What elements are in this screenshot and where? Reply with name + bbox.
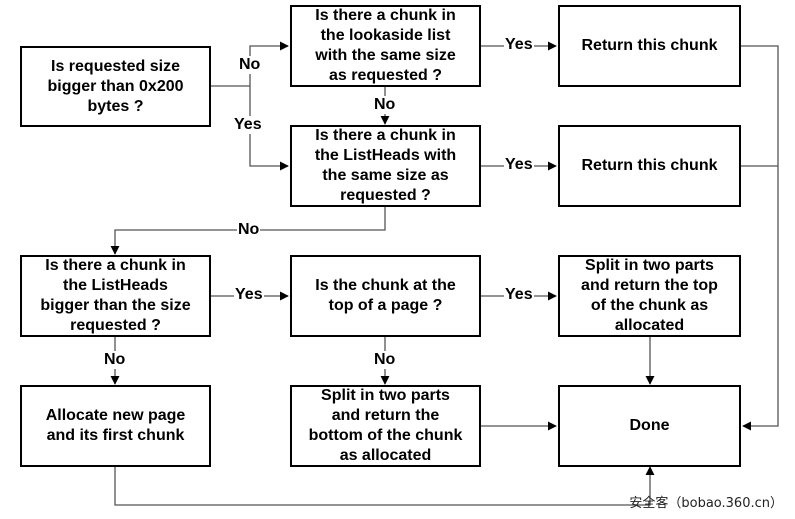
label-top-no: No xyxy=(373,351,397,369)
label-bigger-no: No xyxy=(103,351,127,369)
edge-alloc-done xyxy=(114,466,655,506)
label-lookaside-no: No xyxy=(373,96,397,114)
box-listheads-bigger-check: Is there a chunk in the ListHeads bigger… xyxy=(20,255,211,337)
edge-return1-done xyxy=(741,45,779,431)
box-return-chunk-2: Return this chunk xyxy=(558,125,741,207)
box-lookaside-check: Is there a chunk in the lookaside list w… xyxy=(290,5,481,87)
label-top-yes: Yes xyxy=(504,286,534,304)
edge-size-yes xyxy=(249,86,289,171)
label-listheads-yes: Yes xyxy=(504,156,534,174)
watermark: 安全客（bobao.360.cn） xyxy=(629,496,783,511)
box-return-chunk-1: Return this chunk xyxy=(558,5,741,87)
label-listheads-no: No xyxy=(237,221,261,239)
box-top-of-page-check: Is the chunk at the top of a page ? xyxy=(290,255,481,337)
box-allocate-new-page: Allocate new page and its first chunk xyxy=(20,385,211,467)
label-size-yes: Yes xyxy=(233,116,263,134)
box-split-top: Split in two parts and return the top of… xyxy=(558,255,741,337)
box-size-check: Is requested size bigger than 0x200 byte… xyxy=(20,46,211,127)
box-done: Done xyxy=(558,385,741,467)
label-bigger-yes: Yes xyxy=(234,286,264,304)
label-size-no: No xyxy=(238,56,262,74)
label-lookaside-yes: Yes xyxy=(504,36,534,54)
box-split-bottom: Split in two parts and return the bottom… xyxy=(290,385,481,467)
box-listheads-same-check: Is there a chunk in the ListHeads with t… xyxy=(290,125,481,207)
